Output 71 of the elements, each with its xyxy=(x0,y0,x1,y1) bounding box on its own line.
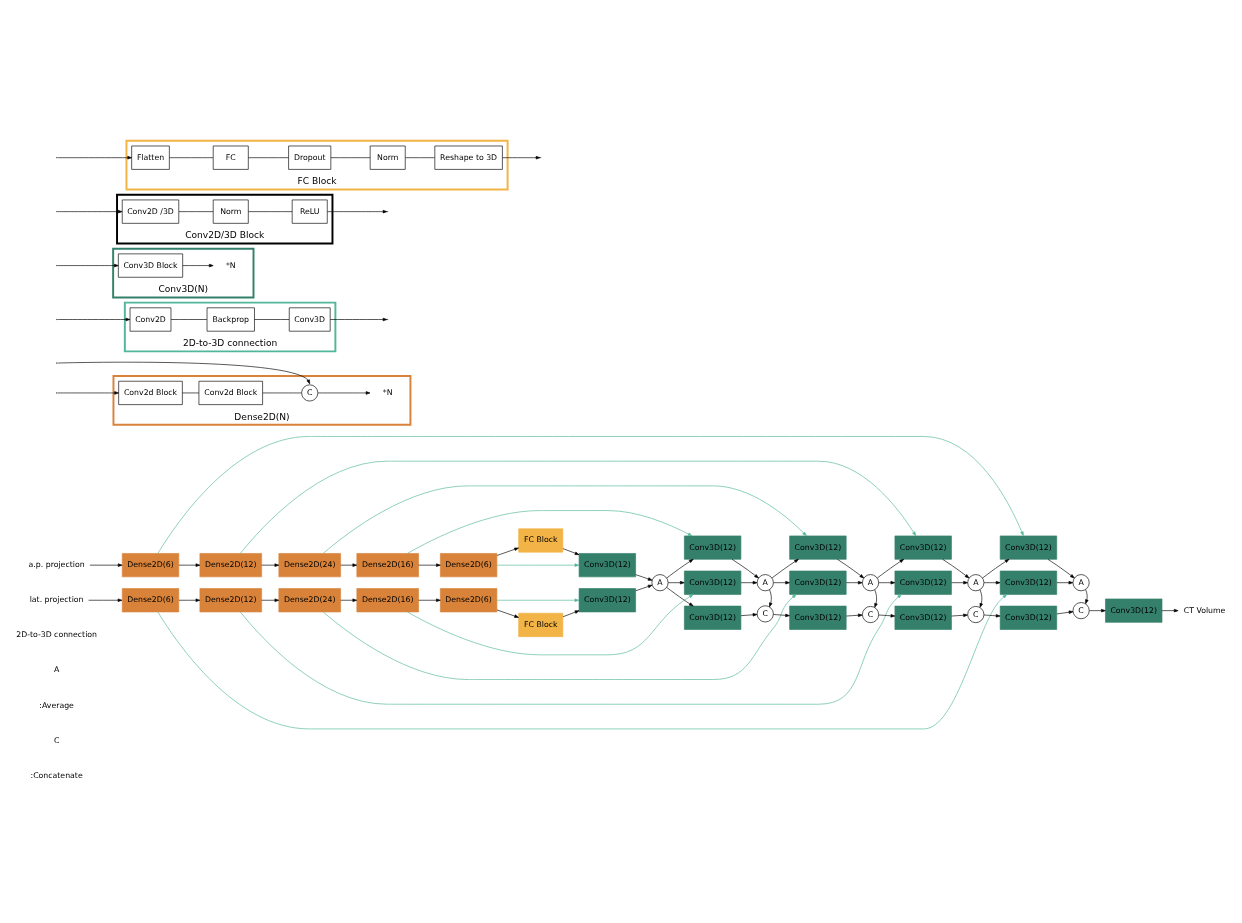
arrow xyxy=(57,209,123,214)
arrow xyxy=(261,563,280,567)
arrow xyxy=(771,559,799,579)
arrow xyxy=(1056,610,1074,615)
connector xyxy=(169,157,214,158)
arrow xyxy=(773,613,790,618)
arrow xyxy=(502,156,541,160)
arrow xyxy=(56,361,311,385)
arrow xyxy=(846,613,863,617)
arrow xyxy=(317,391,371,395)
arrow xyxy=(979,589,983,608)
arrow xyxy=(635,574,653,581)
arrow xyxy=(407,594,694,656)
arrow xyxy=(773,581,790,585)
arrow xyxy=(57,156,132,160)
arrow xyxy=(983,581,1001,585)
connector xyxy=(248,211,293,212)
arrow xyxy=(57,263,119,268)
arrow xyxy=(496,598,580,602)
arrow xyxy=(496,609,519,618)
arrow xyxy=(340,598,358,602)
arrow xyxy=(88,598,123,602)
connector xyxy=(170,319,208,320)
arrow xyxy=(178,598,201,602)
arrow xyxy=(837,559,865,579)
arrow xyxy=(731,559,759,579)
arrow xyxy=(666,559,694,579)
arrow xyxy=(1047,559,1075,579)
arrow xyxy=(340,563,358,567)
arrow xyxy=(874,589,878,608)
arrow xyxy=(666,587,694,607)
arrow xyxy=(1089,608,1106,613)
arrow xyxy=(57,317,131,322)
arrow xyxy=(667,581,685,585)
arrow xyxy=(182,263,214,268)
arrow xyxy=(240,460,917,554)
arrow xyxy=(635,584,653,592)
arrow xyxy=(322,485,807,554)
arrow xyxy=(562,610,580,618)
arrow xyxy=(1056,581,1074,585)
arrow xyxy=(157,594,1008,730)
arrow xyxy=(57,391,119,395)
arrow xyxy=(418,563,441,567)
connector xyxy=(248,157,289,158)
arrow xyxy=(740,613,758,617)
arrow xyxy=(769,589,773,608)
arrow xyxy=(562,548,580,555)
arrow xyxy=(496,563,580,567)
arrow xyxy=(740,581,758,585)
arrow xyxy=(982,559,1010,579)
arrow xyxy=(878,614,896,618)
arrow xyxy=(89,563,123,567)
arrow xyxy=(178,563,201,567)
arrow xyxy=(240,594,902,705)
arrow xyxy=(322,594,797,680)
arrow xyxy=(951,581,968,585)
arrow xyxy=(877,559,904,579)
arrow xyxy=(407,510,693,554)
arrow xyxy=(878,581,896,585)
arrow xyxy=(496,547,519,556)
arrow xyxy=(846,581,863,585)
arrow xyxy=(951,613,968,617)
arrow xyxy=(1085,589,1089,604)
arrow xyxy=(261,598,280,602)
arrow xyxy=(157,436,1024,554)
arrow xyxy=(942,559,970,579)
connector xyxy=(182,392,200,394)
arrow xyxy=(1161,608,1179,613)
arrow xyxy=(983,614,1001,618)
connector xyxy=(254,319,290,320)
arrow xyxy=(418,598,441,602)
